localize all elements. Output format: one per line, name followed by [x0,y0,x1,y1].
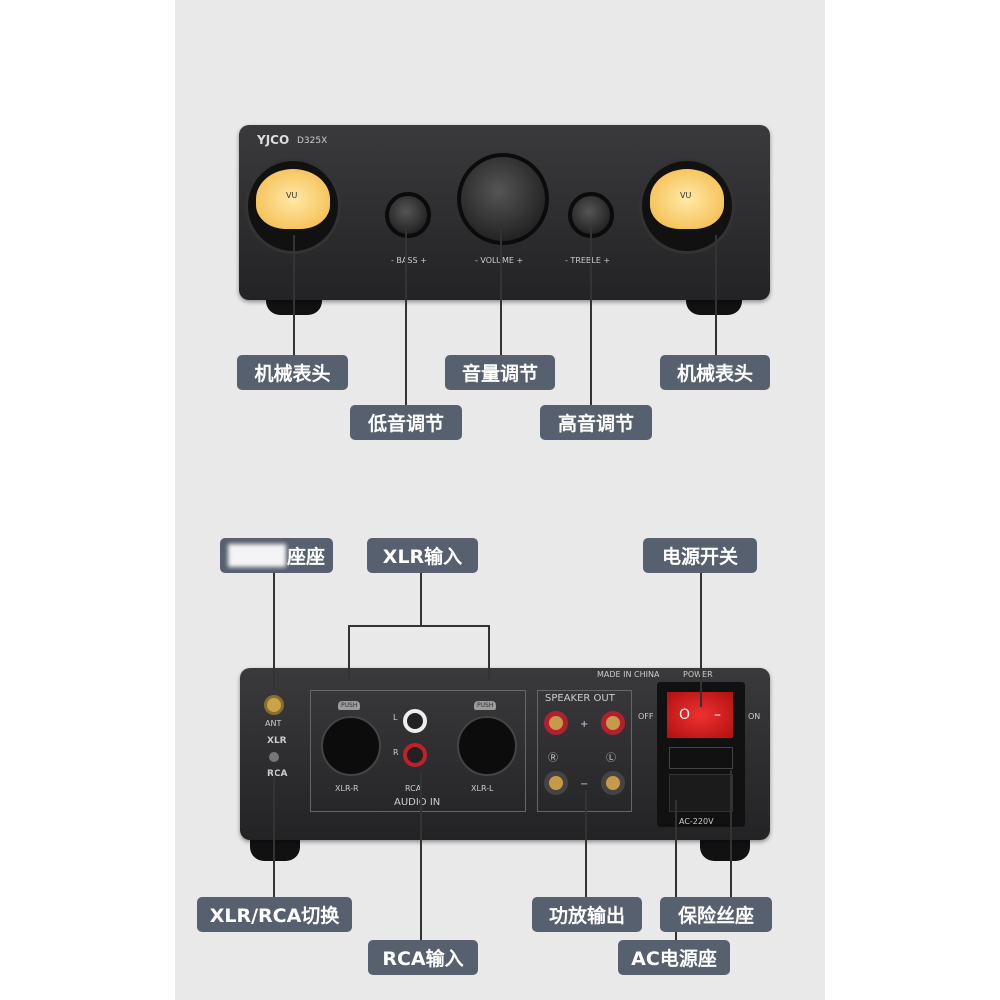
ant-label: ANT [265,719,282,728]
volume-knob[interactable] [457,153,549,245]
rca-label: RCA [405,784,422,793]
tag-antenna: 座座 [220,538,333,573]
rca-r-label: R [393,748,399,757]
speaker-r-minus[interactable] [544,771,568,795]
ac-power-socket[interactable] [669,774,733,812]
xlr-r-label: XLR-R [335,784,359,793]
leader-line [500,230,502,355]
xlr-l-push-latch[interactable]: PUSH [474,701,497,710]
speaker-r-label: Ⓡ [548,753,558,764]
leader-line [700,572,702,707]
tag-amp-out: 功放输出 [532,897,642,932]
off-label: OFF [638,712,654,721]
tag-treble: 高音调节 [540,405,652,440]
antenna-connector[interactable] [264,695,284,715]
speaker-l-minus[interactable] [601,771,625,795]
tag-volume: 音量调节 [445,355,555,390]
ac-label: AC-220V [679,817,714,826]
leader-line [590,225,592,405]
rca-l-label: L [393,713,398,722]
bass-label: - BASS + [391,256,427,265]
leader-line [585,790,587,897]
audio-in-label: AUDIO IN [394,797,441,808]
fuse-holder[interactable] [669,747,733,769]
speaker-out-section: SPEAKER OUT + − Ⓡ Ⓛ [537,690,632,812]
audio-in-section: PUSH PUSH L R XLR-R RCA XLR-L AUDIO IN [310,690,526,812]
tag-meter-right: 机械表头 [660,355,770,390]
xlr-label: XLR [267,736,287,746]
vu-meter-right: VU [639,158,735,254]
speaker-l-plus[interactable] [601,711,625,735]
tag-bass: 低音调节 [350,405,462,440]
xlr-l-input[interactable] [457,716,517,776]
leader-line [273,770,275,897]
bass-knob[interactable] [385,192,431,238]
leader-line [420,770,422,940]
tag-xlr-rca-switch: XLR/RCA切换 [197,897,352,932]
made-in-label: MADE IN CHINA [597,670,660,679]
leader-line [293,235,295,355]
xlr-rca-switch[interactable] [269,752,279,762]
volume-label: - VOLUME + [475,256,524,265]
minus-label: − [580,779,589,790]
tag-xlr-in: XLR输入 [367,538,478,573]
rca-r-input[interactable] [403,743,427,767]
front-panel: YJCO D325X VU VU - BASS + - VOLUME + - T… [239,125,770,300]
leader-line [420,572,422,625]
plus-label: + [580,719,589,730]
model-label: D325X [297,136,328,146]
on-label: ON [748,712,761,721]
tag-power-switch: 电源开关 [643,538,757,573]
leader-line [675,800,677,940]
tag-ac-socket: AC电源座 [618,940,730,975]
tag-antenna-label: 座座 [286,546,325,568]
back-panel: ANT XLR RCA PUSH PUSH L R XLR-R RCA XLR-… [240,668,770,840]
tag-fuse: 保险丝座 [660,897,772,932]
tag-meter-left: 机械表头 [237,355,348,390]
vu-label: VU [680,191,692,200]
xlr-r-input[interactable] [321,716,381,776]
tag-rca-in: RCA输入 [368,940,478,975]
speaker-out-label: SPEAKER OUT [545,693,615,704]
leader-line [488,625,490,680]
xlr-r-push-latch[interactable]: PUSH [338,701,361,710]
speaker-r-plus[interactable] [544,711,568,735]
foot [686,295,742,315]
leader-line [348,625,489,627]
leader-line [730,770,732,897]
speaker-l-label: Ⓛ [606,753,616,764]
leader-line [715,235,717,355]
treble-label: - TREBLE + [565,256,611,265]
rca-l-input[interactable] [403,709,427,733]
vu-label: VU [286,191,298,200]
blurred-text [228,544,286,567]
brand-logo: YJCO [257,133,290,147]
rca-switch-label: RCA [267,769,288,779]
power-label: POWER [683,670,713,679]
xlr-l-label: XLR-L [471,784,494,793]
leader-line [348,625,350,680]
leader-line [405,225,407,405]
leader-line [273,572,275,690]
